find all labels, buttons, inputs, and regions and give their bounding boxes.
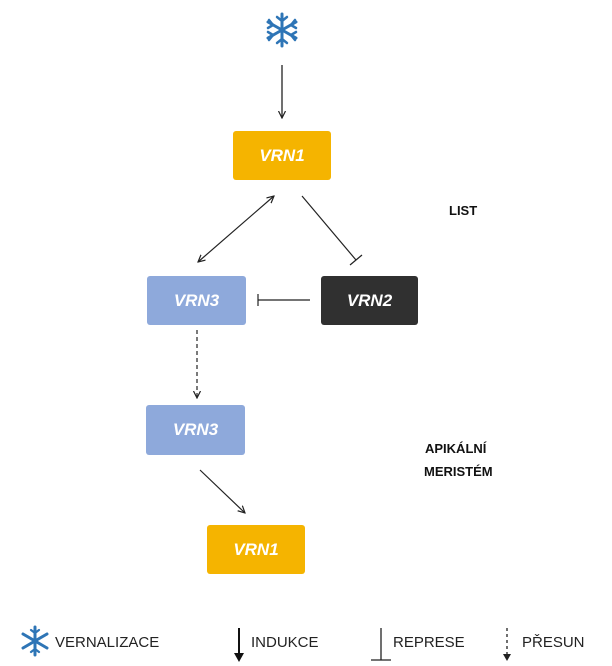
legend-induction-icon [234,628,244,662]
vrn3-leaf-node: VRN3 [147,276,246,325]
legend-label-repression: REPRESE [393,634,465,651]
vrn3-apical-node: VRN3 [146,405,245,455]
region-label-leaf: LIST [449,203,478,218]
snowflake-icon [266,12,298,48]
region-label-apical-1: APIKÁLNÍ [425,441,487,456]
vrn1-top-node: VRN1 [233,131,331,180]
repression-line-vrn1-vrn2 [301,195,357,261]
legend-snowflake-icon [21,625,49,657]
legend-label-transport: PŘESUN [522,634,585,651]
legend-label-vernalization: VERNALIZACE [55,634,160,651]
bidirectional-arrow-vrn1-vrn3 [198,196,274,262]
vrn2-node: VRN2 [321,276,418,325]
legend-transport-icon [503,628,511,661]
legend-repression-icon [371,628,391,661]
induction-arrow-vrn3-vrn1 [199,469,245,513]
region-label-apical-2: MERISTÉM [424,464,493,479]
repression-bar-vrn2 [349,254,363,266]
vrn1-bottom-node: VRN1 [207,525,305,574]
legend-label-induction: INDUKCE [251,634,319,651]
